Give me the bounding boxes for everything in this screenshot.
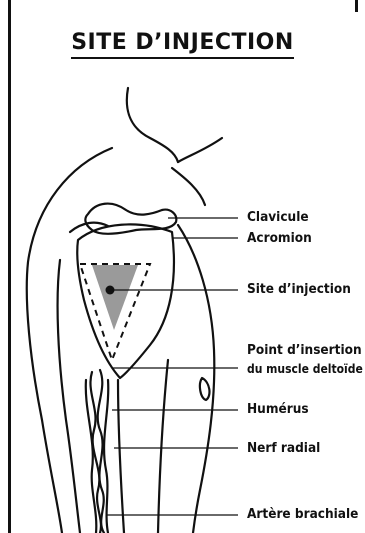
label-humerus: Humérus [247, 401, 309, 417]
label-nerf-radial: Nerf radial [247, 440, 320, 456]
artery-line-b [104, 380, 108, 533]
injection-triangle-fill [92, 265, 138, 330]
front-arm-outline [178, 225, 214, 533]
label-insertion-line1: Point d’insertion [247, 342, 362, 358]
label-clavicule: Clavicule [247, 209, 309, 225]
back-arm-inner [58, 260, 80, 533]
shoulder-top-outline [172, 168, 205, 205]
label-acromion: Acromion [247, 230, 312, 246]
chin-outline [178, 138, 222, 162]
label-site-injection: Site d’injection [247, 281, 351, 297]
humerus-line-right [158, 360, 168, 533]
label-insertion-line2: du muscle deltoïde [247, 362, 363, 376]
neck-outline [127, 88, 178, 162]
humerus-line-left [118, 380, 124, 533]
label-artere-brachiale: Artère brachiale [247, 506, 358, 522]
small-oval-mark [200, 378, 210, 400]
